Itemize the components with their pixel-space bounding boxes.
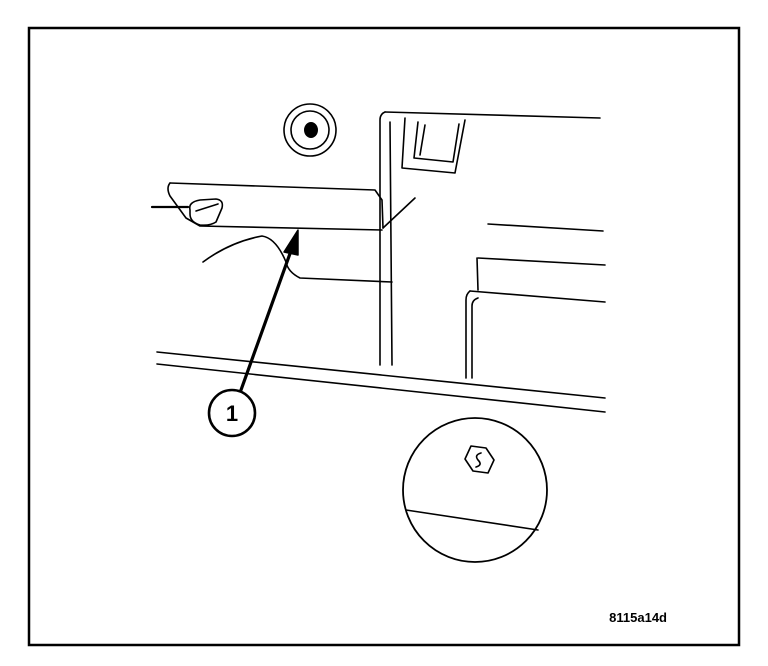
figure-frame	[27, 26, 741, 647]
hex-bolt-icon	[464, 445, 495, 474]
console-body	[465, 223, 606, 379]
callout-bubble: 1	[207, 388, 257, 438]
detail-view	[402, 417, 548, 563]
round-knob-icon	[283, 103, 337, 157]
callout-arrow	[239, 229, 299, 392]
door-panel	[379, 111, 601, 366]
figure-id: 8115a14d	[609, 610, 667, 625]
callout-number: 1	[226, 401, 238, 426]
storage-cover	[150, 182, 416, 283]
floor-sill	[156, 351, 606, 413]
